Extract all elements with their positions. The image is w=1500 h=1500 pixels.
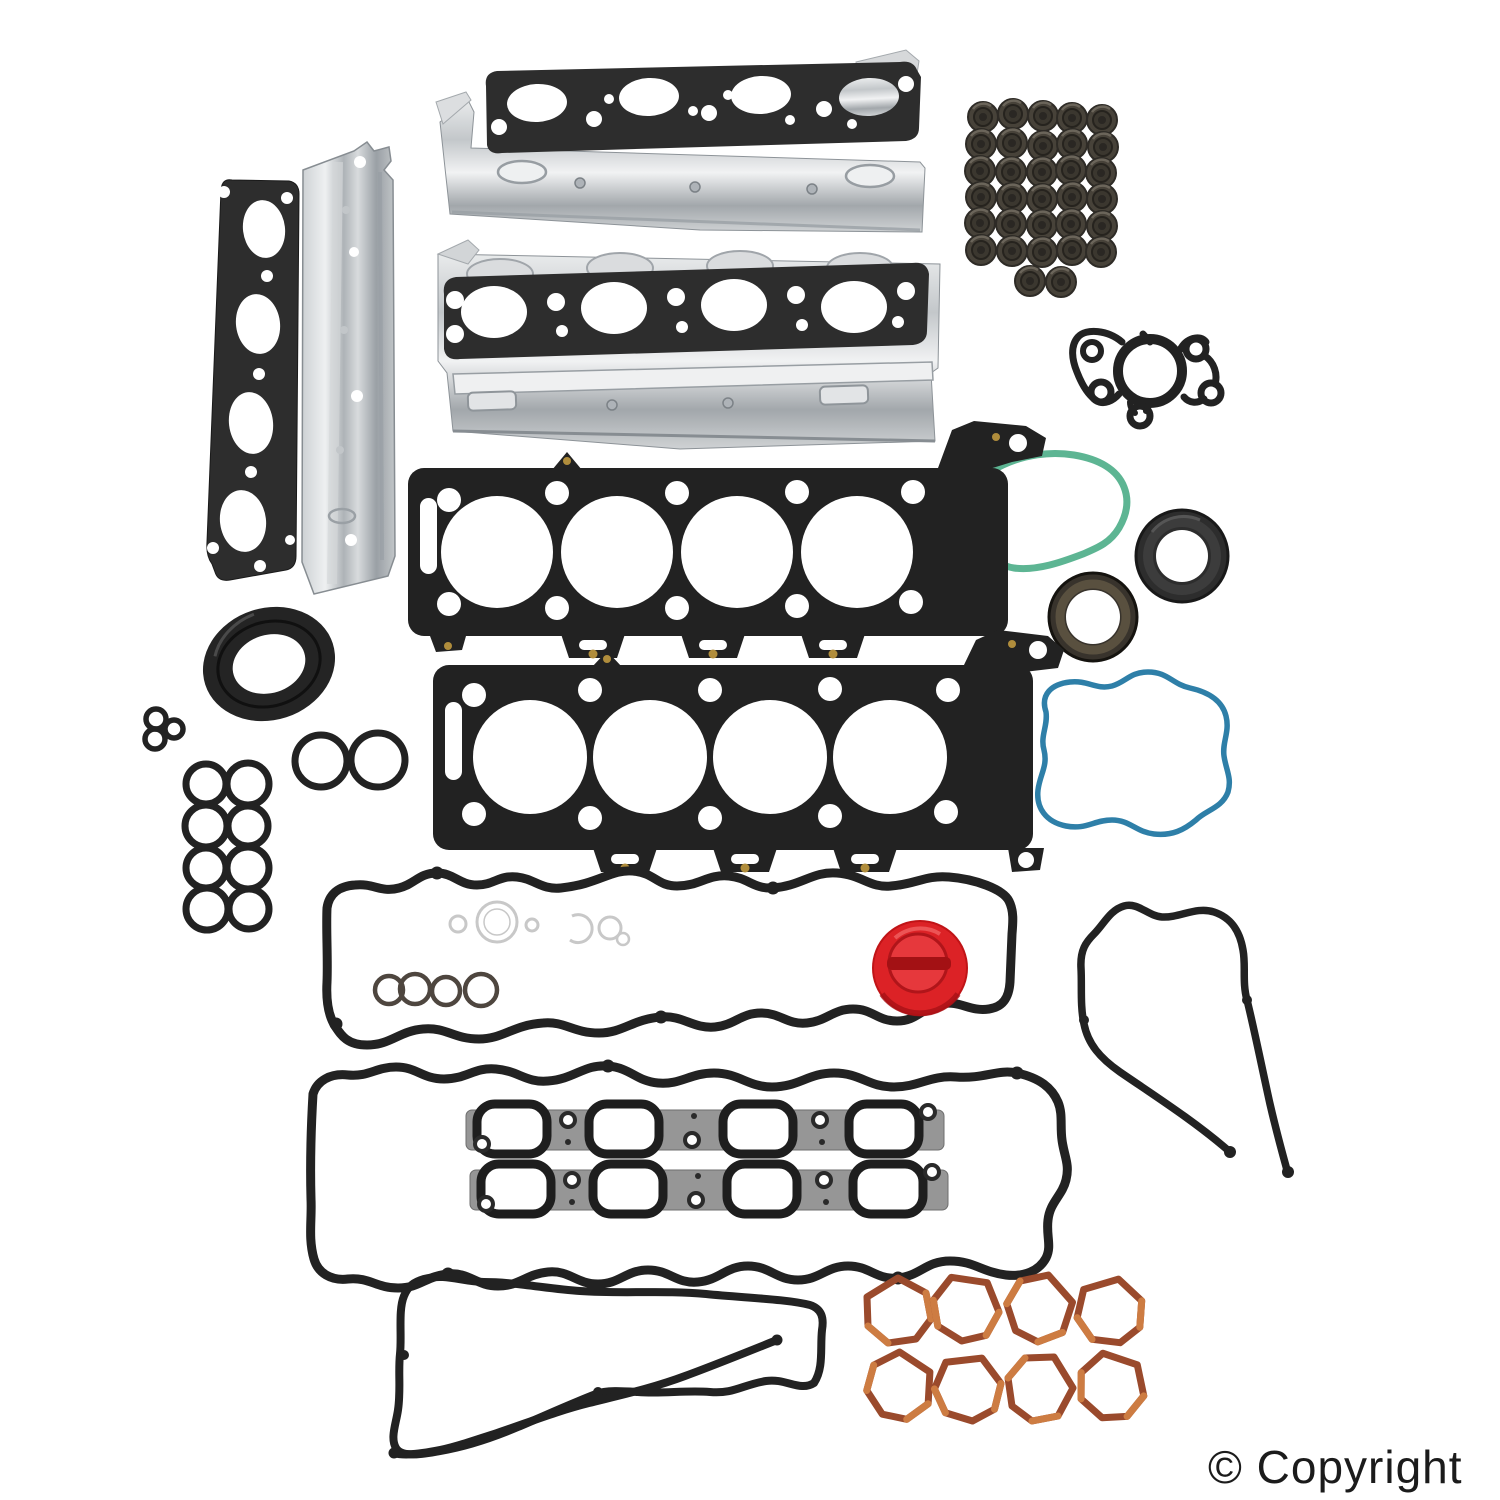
o-ring-grid [181, 759, 273, 934]
intake-manifold-gasket-2 [469, 1159, 949, 1219]
blue-gasket [1035, 669, 1233, 838]
heat-shield [439, 99, 926, 233]
ghost-gasket-outlines [448, 900, 631, 947]
copper-exhaust-ring [926, 1345, 1011, 1431]
intake-manifold-gasket-1 [465, 1099, 945, 1159]
valve-stem-seal [1085, 182, 1119, 216]
valve-stem-seal [1025, 235, 1059, 269]
red-oil-filler-cap [872, 920, 968, 1017]
valve-stem-seal [1025, 155, 1059, 189]
valve-stem-seal [964, 233, 998, 267]
copper-ring-set [858, 1263, 1159, 1432]
copper-exhaust-ring [867, 1278, 931, 1343]
water-pump-gasket [1069, 327, 1225, 430]
valve-stem-seal [1084, 235, 1118, 269]
valve-stem-seal [1013, 264, 1047, 298]
slim-o-rings [372, 971, 500, 1009]
valve-stem-seal [1054, 153, 1088, 187]
exhaust-manifold-top-assembly [435, 49, 926, 233]
valve-stem-seal [994, 207, 1028, 241]
exhaust-manifold-middle-assembly [436, 239, 941, 450]
valve-stem-seal [1044, 265, 1078, 299]
copper-exhaust-ring [858, 1344, 944, 1429]
valve-stem-seal [966, 100, 1000, 134]
small-o-ring-trio [142, 706, 186, 752]
front-crankshaft-seal [202, 606, 336, 722]
valve-stem-seal [1055, 233, 1089, 267]
shaft-seal-large [1134, 508, 1230, 604]
copper-exhaust-ring [1068, 1341, 1159, 1432]
copyright-watermark: © Copyright [1208, 1441, 1463, 1493]
head-gasket-2 [433, 630, 1064, 873]
head-gasket-1 [408, 421, 1046, 659]
valve-stem-seal-grid [963, 97, 1120, 299]
valve-stem-seal [1026, 99, 1060, 133]
valve-stem-seal [1055, 180, 1089, 214]
valve-stem-seal [1085, 103, 1119, 137]
timing-cover-gasket-right [1077, 901, 1294, 1178]
medium-o-ring-pair [291, 729, 409, 791]
copper-exhaust-ring [1003, 1272, 1078, 1346]
timing-cover-gasket-left [388, 1272, 827, 1459]
valve-cover-gasket-1 [322, 866, 1018, 1050]
valve-stem-seal [1025, 208, 1059, 242]
valve-stem-seal [996, 97, 1030, 131]
heat-shield [301, 140, 396, 595]
copper-exhaust-ring [1072, 1271, 1151, 1350]
shaft-seal-small [1047, 571, 1139, 663]
valve-stem-seal [964, 127, 998, 161]
valve-stem-seal [963, 206, 997, 240]
valve-stem-seal [995, 234, 1029, 268]
copper-exhaust-ring [1008, 1357, 1073, 1421]
valve-stem-seal [995, 126, 1029, 160]
exhaust-manifold-left-assembly [206, 140, 396, 595]
